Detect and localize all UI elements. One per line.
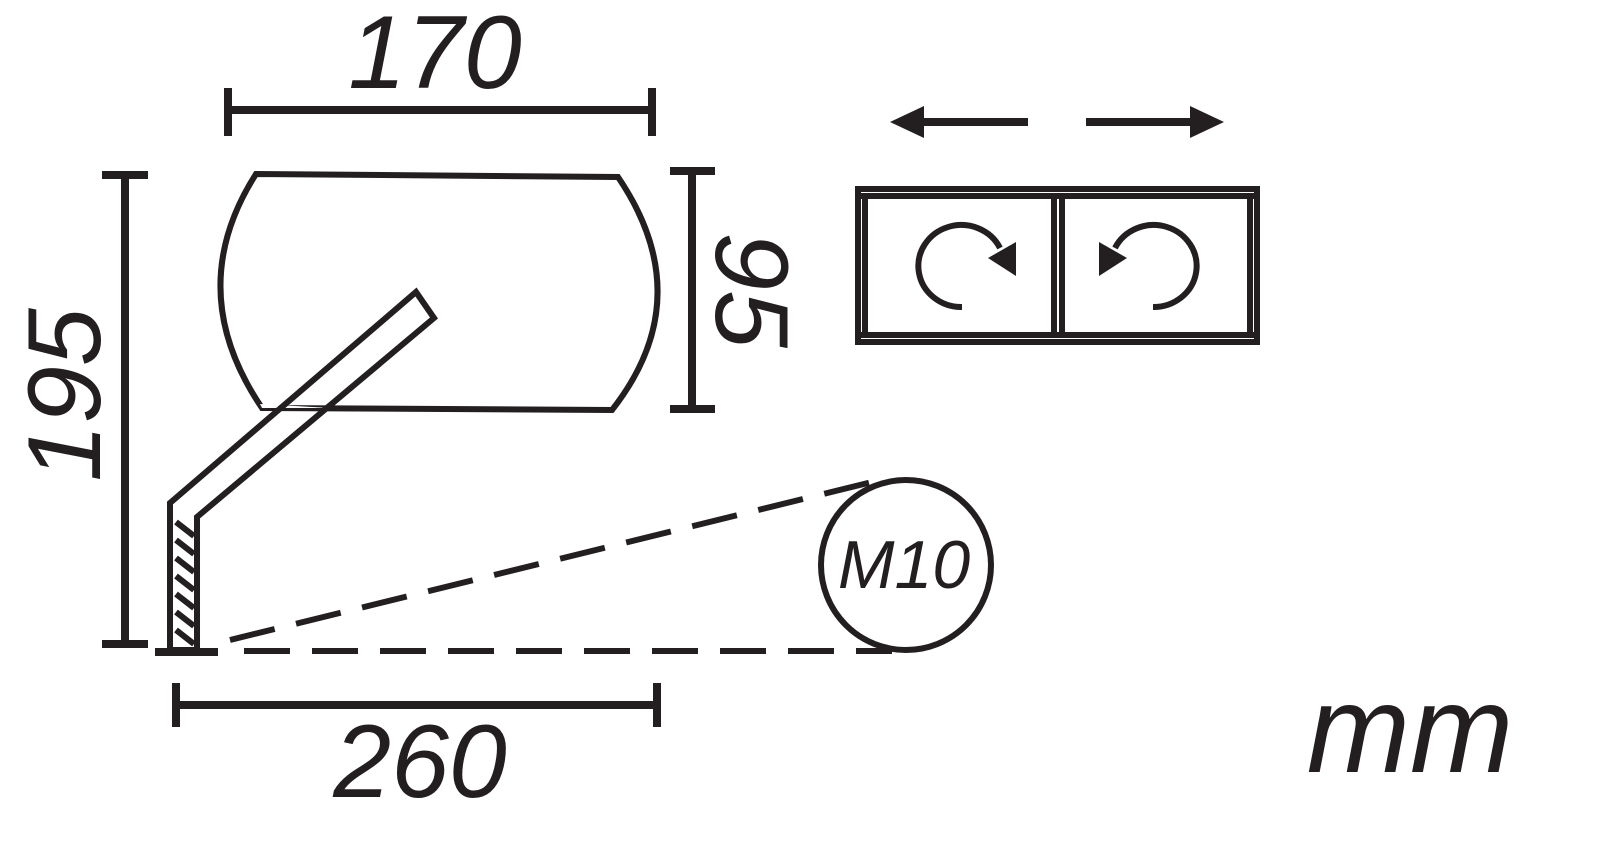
dimension-label-total-width: 260 <box>332 704 507 820</box>
dimension-mirror-height: 95 <box>670 167 809 413</box>
dimension-label-mirror-height: 95 <box>693 232 809 349</box>
thread-label: M10 <box>838 527 970 603</box>
counterclockwise-arrow-icon <box>1099 222 1200 311</box>
mirror-head-outline <box>217 170 661 414</box>
dimension-mirror-width: 170 <box>224 0 656 136</box>
clockwise-arrow-icon <box>915 222 1016 311</box>
arrow-left-icon <box>890 106 1028 138</box>
units-label: mm <box>1307 661 1514 799</box>
dimension-total-width: 260 <box>172 683 661 820</box>
mounting-hatch <box>174 519 196 647</box>
rotation-panel <box>855 186 1260 345</box>
dimension-total-height: 195 <box>7 171 148 648</box>
dimension-label-mirror-width: 170 <box>348 0 522 111</box>
dimension-label-total-height: 195 <box>7 307 123 482</box>
arrow-right-icon <box>1086 106 1224 138</box>
projection-line-diagonal <box>229 479 873 643</box>
thread-circle <box>818 477 994 653</box>
mirror-arm <box>167 287 439 653</box>
